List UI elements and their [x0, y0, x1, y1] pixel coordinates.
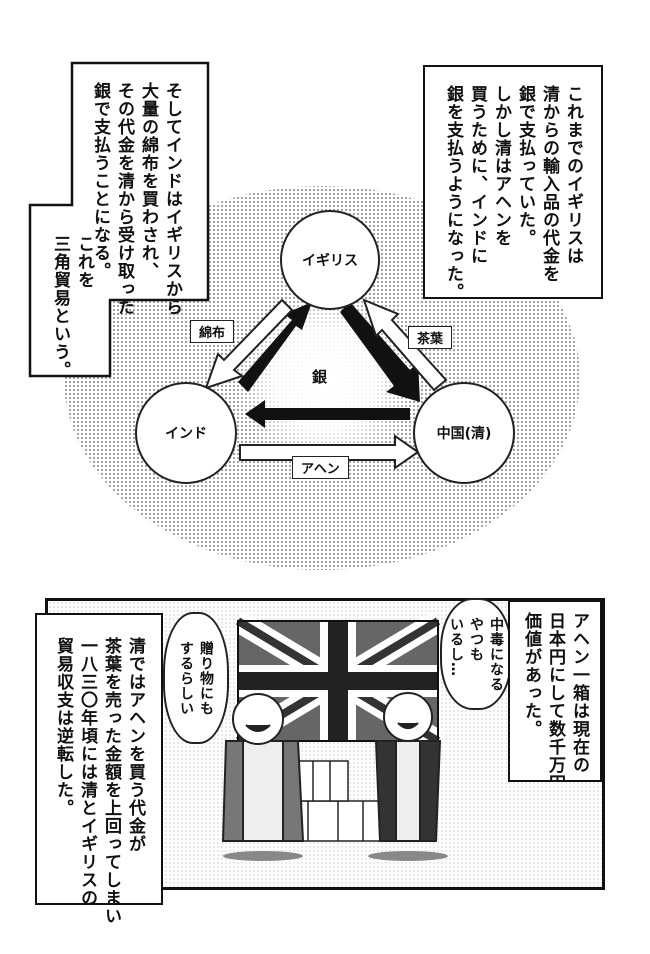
caption-text: 清ではアヘンを買う代金が 茶葉を売った金額を上回ってしまい 一八三〇年頃には清と…: [53, 637, 145, 925]
left-gentleman: [221, 693, 305, 861]
silver-arrow-china-to-britain: [238, 302, 312, 392]
cotton-arrow: [204, 298, 294, 390]
tea-arrow: [362, 298, 448, 392]
bubble-text: 中毒になる やつも いるし…: [448, 616, 504, 692]
caption-india-cotton: そしてインドはイギリスから 大量の綿布を買わされ、 その代金を清から受け取った …: [90, 82, 182, 316]
silver-arrow-china-to-india: [245, 400, 410, 428]
caption-opium-value: アヘン一箱は現在の 日本円にして数千万円相当の 価値があった。: [508, 600, 602, 782]
node-china: 中国(清): [413, 382, 515, 484]
speech-bubble-addiction: 中毒になる やつも いるし…: [440, 598, 512, 710]
caption-britain-paid-silver: これまでのイギリスは 清からの輸入品の代金を 銀で支払っていた。 しかし清はアヘ…: [423, 65, 603, 301]
speech-bubble-gift: 贈り物にも するらしい: [163, 612, 229, 744]
cotton-label: 綿布: [190, 320, 235, 343]
bubble-text: 贈り物にも するらしい: [178, 640, 214, 716]
caption-text: これまでのイギリスは 清からの輸入品の代金を 銀で支払っていた。 しかし清はアヘ…: [443, 85, 583, 301]
caption-frame-left: [28, 61, 210, 378]
node-india: インド: [135, 382, 237, 484]
caption-triangular-trade: これを 三角貿易という。: [50, 235, 94, 379]
silver-arrow-britain-to-china: [340, 302, 420, 402]
caption-trade-balance-reversed: 清ではアヘンを買う代金が 茶葉を売った金額を上回ってしまい 一八三〇年頃には清と…: [35, 613, 163, 925]
right-gentleman: [368, 692, 448, 861]
silver-label: 銀: [312, 368, 328, 386]
opium-arrow: [239, 434, 420, 470]
tea-label: 茶葉: [408, 326, 453, 349]
node-britain: イギリス: [280, 210, 380, 310]
caption-text: アヘン一箱は現在の 日本円にして数千万円相当の 価値があった。: [521, 612, 589, 782]
opium-label: アヘン: [292, 456, 349, 479]
